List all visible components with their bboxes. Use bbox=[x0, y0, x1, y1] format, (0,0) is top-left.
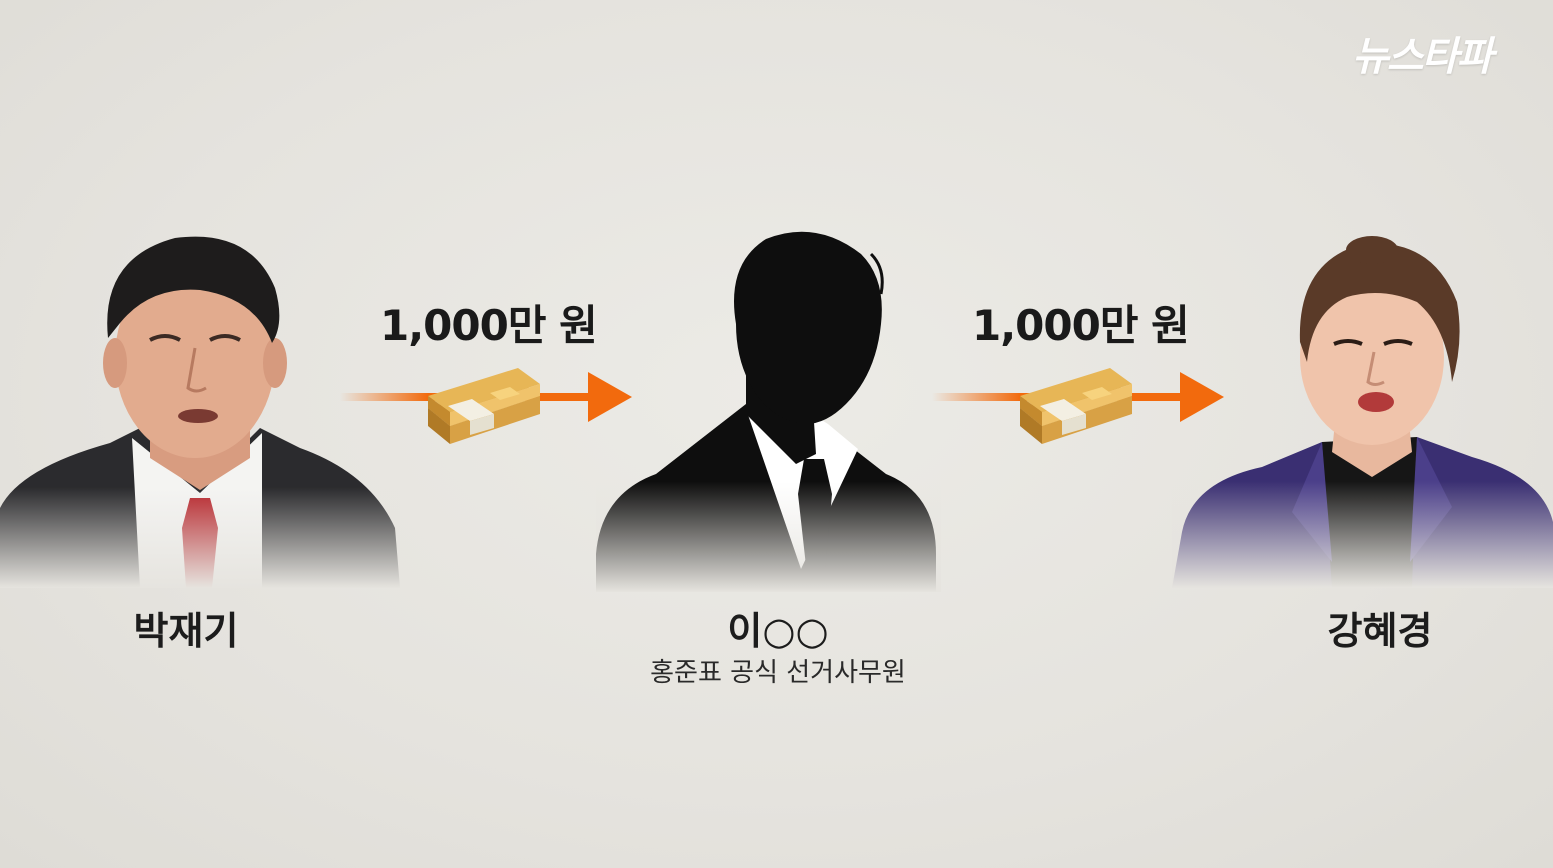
person-name-middle: 이○○ bbox=[727, 609, 829, 653]
newstapa-logo: 뉴스타파 bbox=[1352, 33, 1493, 80]
person-silhouette-middle bbox=[596, 224, 941, 592]
cash-bundle-icon bbox=[428, 368, 540, 444]
person-photo-left bbox=[0, 228, 400, 588]
person-role-middle: 홍준표 공식 선거사무원 bbox=[650, 658, 906, 688]
transfer-amount-label-1: 1,000만 원 bbox=[380, 301, 598, 350]
transfer-arrow-2 bbox=[932, 350, 1232, 450]
person-name-left: 박재기 bbox=[133, 609, 239, 653]
transfer-arrow-1 bbox=[340, 350, 640, 450]
cash-bundle-icon bbox=[1020, 368, 1132, 444]
person-photo-right bbox=[1172, 232, 1553, 588]
transfer-amount-label-2: 1,000만 원 bbox=[972, 301, 1190, 350]
person-name-right: 강혜경 bbox=[1327, 609, 1433, 653]
